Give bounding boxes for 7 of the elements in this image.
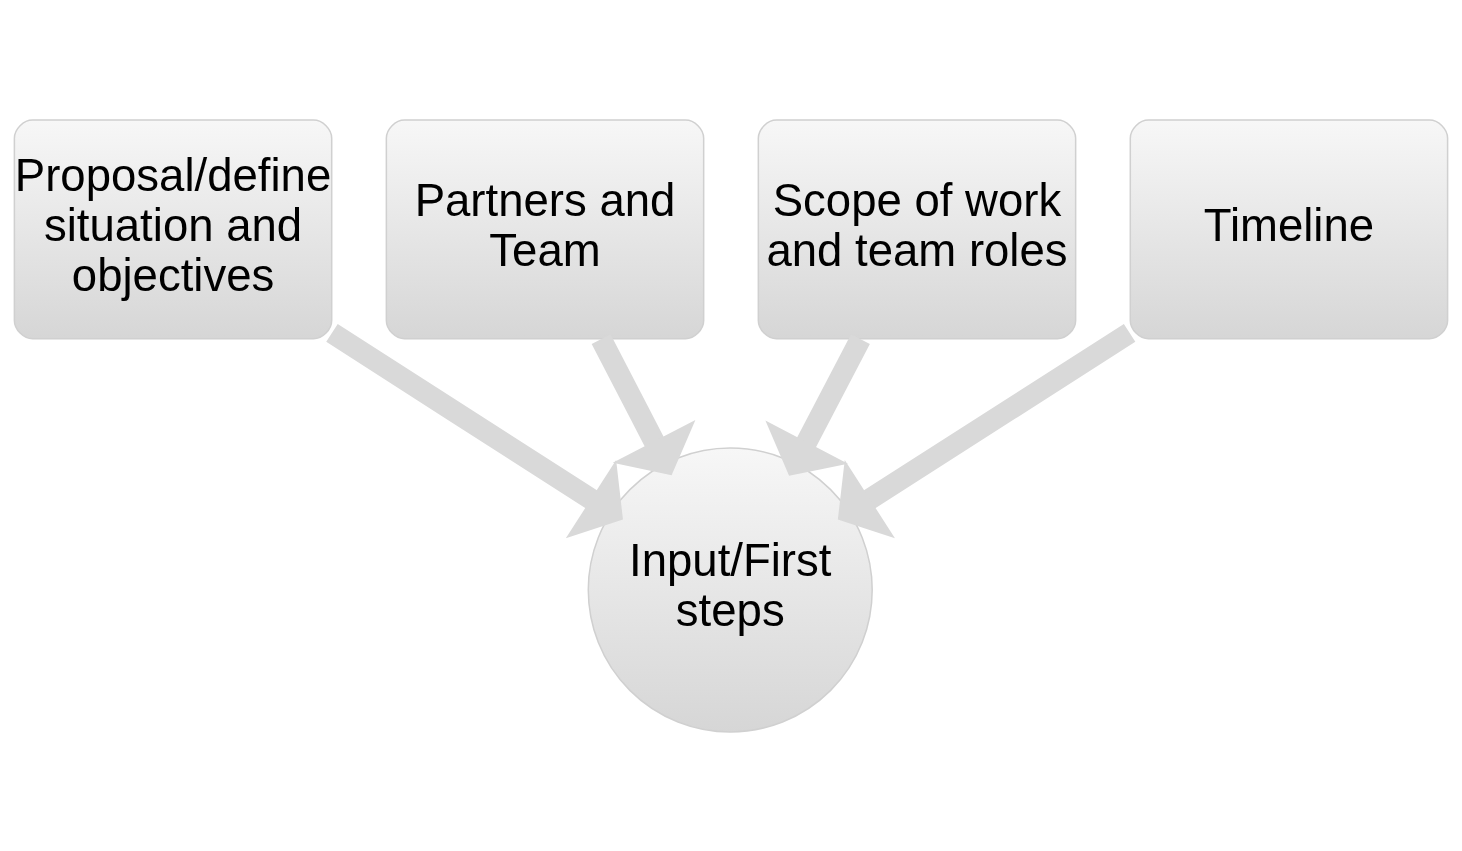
node-box: Partners and Team <box>385 118 705 339</box>
arrow <box>837 323 1136 538</box>
node-circle: Input/First steps <box>587 446 873 733</box>
node-box: Timeline <box>1129 118 1449 339</box>
node-box: Scope of work and team roles <box>757 118 1077 339</box>
node-box: Proposal/define situation and objectives <box>13 118 333 339</box>
arrow <box>326 323 623 538</box>
